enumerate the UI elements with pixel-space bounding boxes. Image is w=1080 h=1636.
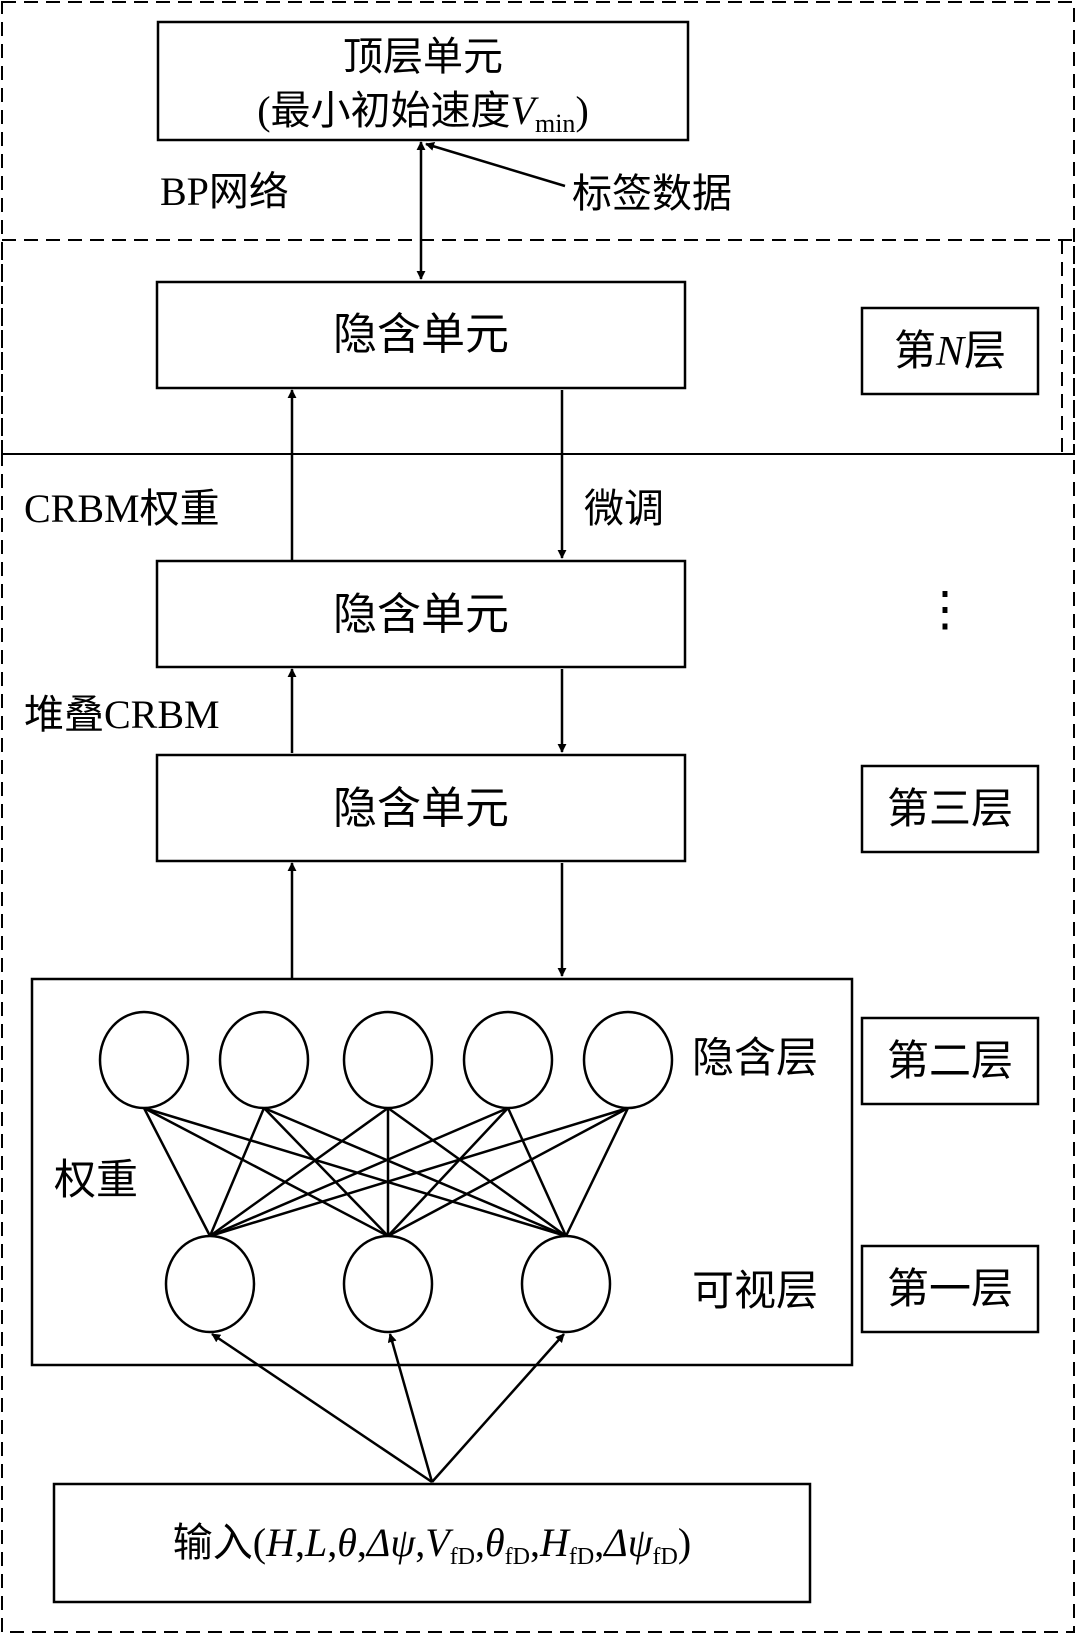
- layer-second-box: [860, 1016, 1040, 1106]
- layer-n-box: [860, 306, 1040, 396]
- layer-n-label: 第N层: [894, 329, 1006, 375]
- bp-network-label: BP网络: [160, 169, 289, 214]
- label-data-text: 标签数据: [572, 171, 732, 216]
- hidden-neuron-3: [342, 1010, 434, 1110]
- hidden-neuron-5: [582, 1010, 674, 1110]
- hidden-neuron-1: [98, 1010, 190, 1110]
- hidden-unit-nth-label: 隐含单元: [333, 310, 509, 359]
- hidden-neuron-4: [462, 1010, 554, 1110]
- layer-second-label: 第二层: [887, 1039, 1013, 1085]
- input-box: [52, 1482, 812, 1604]
- layer-first-box: [860, 1244, 1040, 1334]
- input-label: 输入(H,L,θ,Δψ,VfD,θfD,HfD,ΔψfD): [173, 1520, 691, 1570]
- visible-neuron-2: [342, 1234, 434, 1334]
- hidden-unit-middle-box: [155, 559, 687, 669]
- rbm-weight-label: 权重: [54, 1158, 138, 1204]
- more-layers-ellipsis: ⋮: [921, 583, 969, 636]
- stack-crbm-label: 堆叠CRBM: [24, 692, 220, 737]
- layer-third-box: [860, 764, 1040, 854]
- label-data-arrow: [425, 142, 566, 188]
- input-arrow-2: [387, 1333, 434, 1483]
- input-arrow-3: [431, 1333, 565, 1483]
- layer-third-label: 第三层: [887, 787, 1013, 833]
- visible-neuron-3: [520, 1234, 612, 1334]
- top-unit-box: [156, 20, 690, 142]
- hidden-unit-third-box: [155, 753, 687, 863]
- finetune-label: 微调: [584, 486, 664, 531]
- top-unit-subtitle: (最小初始速度Vmin): [257, 88, 589, 138]
- crbm-weight-label: CRBM权重: [24, 486, 220, 531]
- hidden-neuron-2: [218, 1010, 310, 1110]
- hidden-unit-middle-label: 隐含单元: [333, 590, 509, 639]
- hidden-unit-nth-box: [155, 280, 687, 390]
- hidden-layer-label: 隐含层: [692, 1036, 818, 1082]
- rbm-weight-connections: [142, 1106, 630, 1238]
- visible-neuron-1: [164, 1234, 256, 1334]
- visible-layer-label: 可视层: [692, 1269, 818, 1315]
- layer-first-label: 第一层: [887, 1267, 1013, 1313]
- hidden-unit-third-label: 隐含单元: [333, 784, 509, 833]
- input-arrow-1: [211, 1332, 433, 1484]
- nth-layer-frame: [1, 239, 1075, 455]
- top-unit-title: 顶层单元: [343, 34, 503, 79]
